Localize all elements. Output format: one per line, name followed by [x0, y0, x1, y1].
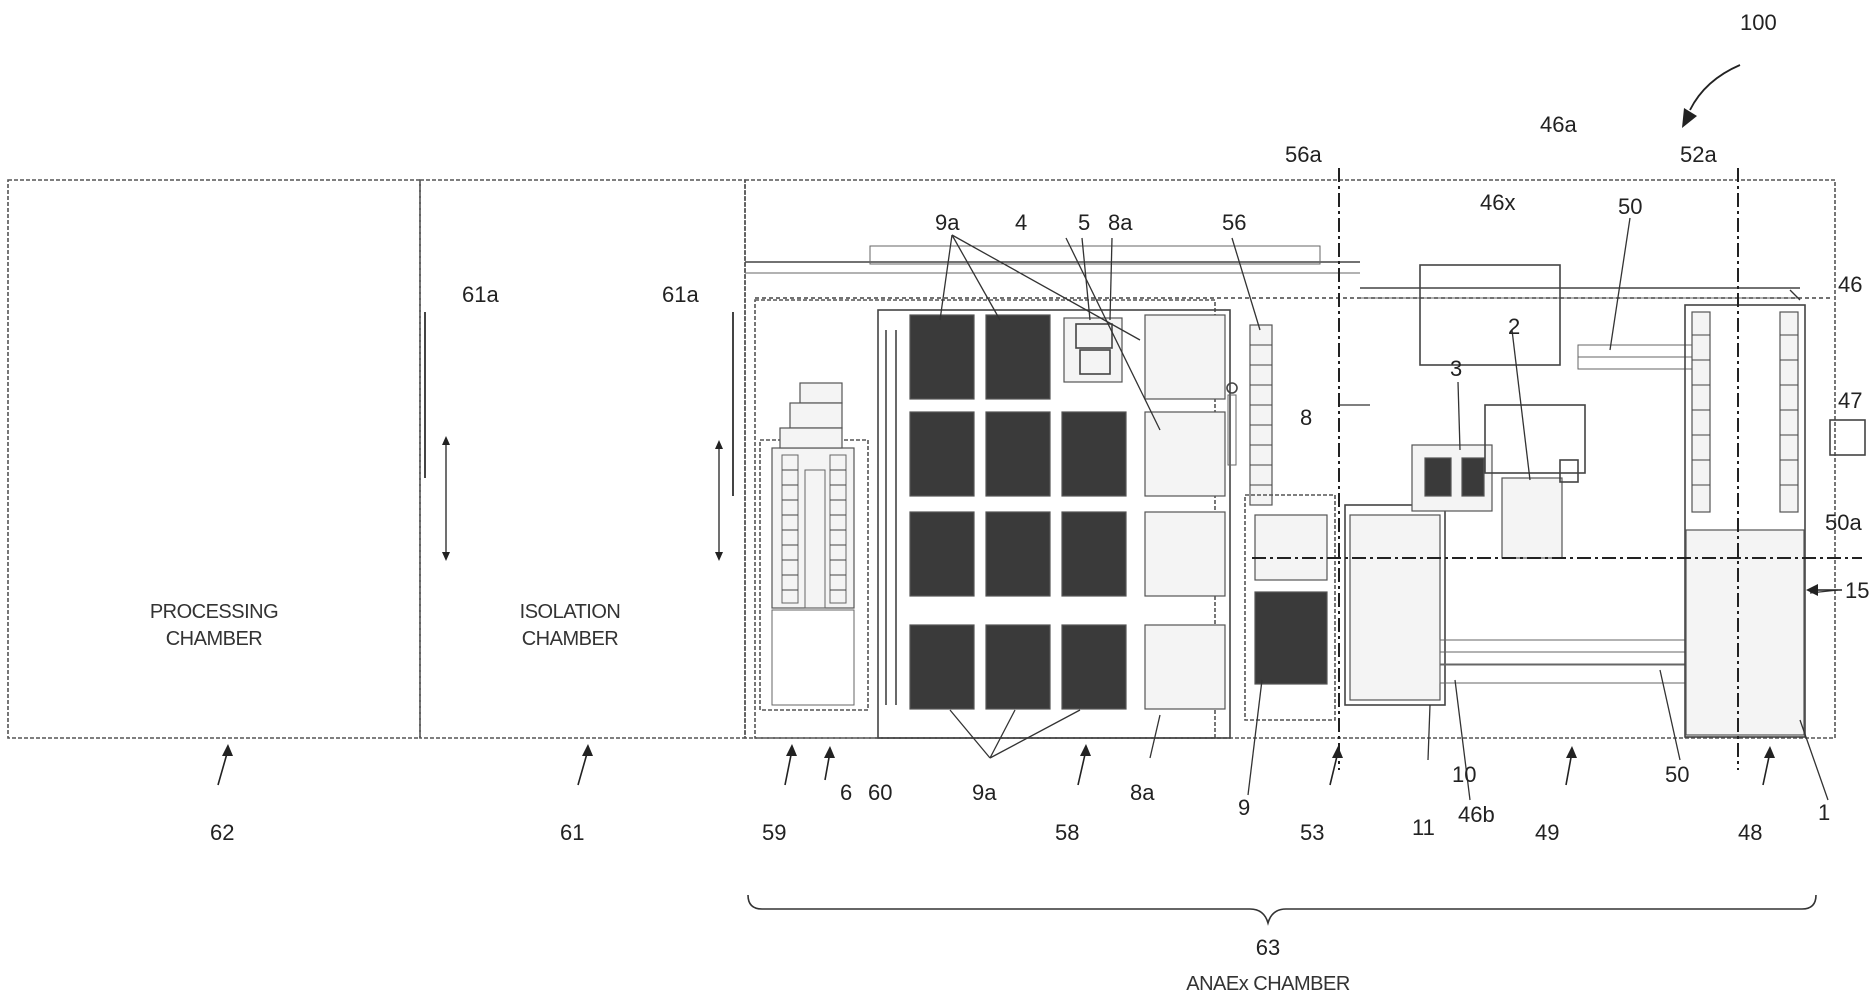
label-46b-visible: 46b — [1458, 802, 1495, 827]
label-61a-right: 61a — [662, 282, 699, 307]
label-5: 5 — [1078, 210, 1090, 235]
tall-rack-56 — [1250, 325, 1272, 505]
label-6: 6 — [840, 780, 852, 805]
module-8 — [1255, 515, 1327, 580]
label-48: 48 — [1738, 820, 1762, 845]
label-50-bottom: 50 — [1665, 762, 1689, 787]
label-50-top: 50 — [1618, 194, 1642, 219]
figure-number: 100 — [1740, 10, 1777, 35]
label-62: 62 — [210, 820, 234, 845]
label-46x: 46x — [1480, 190, 1515, 215]
label-61a-left: 61a — [462, 282, 499, 307]
label-47: 47 — [1838, 388, 1862, 413]
label-9a-bottom: 9a — [972, 780, 997, 805]
isolation-chamber-label-2: CHAMBER — [522, 628, 619, 650]
label-58: 58 — [1055, 820, 1079, 845]
isolation-chamber-label-1: ISOLATION — [520, 601, 621, 623]
label-46a: 46a — [1540, 112, 1577, 137]
label-56a: 56a — [1285, 142, 1322, 167]
processing-chamber — [8, 180, 420, 738]
label-4: 4 — [1015, 210, 1027, 235]
label-2: 2 — [1508, 314, 1520, 339]
label-49: 49 — [1535, 820, 1559, 845]
label-3: 3 — [1450, 356, 1462, 381]
racks-8a-column — [1145, 315, 1225, 709]
brace-63 — [748, 895, 1816, 923]
label-1: 1 — [1818, 800, 1830, 825]
tube-array-15 — [1686, 530, 1804, 735]
label-9a-top: 9a — [935, 210, 960, 235]
processing-chamber-label-1: PROCESSING — [150, 601, 278, 623]
module-9 — [1255, 592, 1327, 684]
label-11: 11 — [1412, 815, 1435, 840]
module-2 — [1502, 478, 1562, 558]
label-50a: 50a — [1825, 510, 1862, 535]
rack-10 — [1350, 515, 1440, 700]
label-8a-top: 8a — [1108, 210, 1133, 235]
figure-arrow-100 — [1690, 65, 1740, 110]
isolation-chamber — [420, 180, 745, 738]
label-15: 15 — [1845, 578, 1869, 603]
label-63: 63 — [1256, 935, 1280, 960]
anaex-chamber-label: ANAEx CHAMBER — [1186, 973, 1350, 995]
label-9: 9 — [1238, 795, 1250, 820]
label-61: 61 — [560, 820, 584, 845]
processing-chamber-label-2: CHAMBER — [166, 628, 263, 650]
label-53: 53 — [1300, 820, 1324, 845]
label-56: 56 — [1222, 210, 1246, 235]
label-59: 59 — [762, 820, 786, 845]
label-60: 60 — [868, 780, 892, 805]
label-8a-bottom: 8a — [1130, 780, 1155, 805]
label-46: 46 — [1838, 272, 1862, 297]
label-8: 8 — [1300, 405, 1312, 430]
label-52a: 52a — [1680, 142, 1717, 167]
